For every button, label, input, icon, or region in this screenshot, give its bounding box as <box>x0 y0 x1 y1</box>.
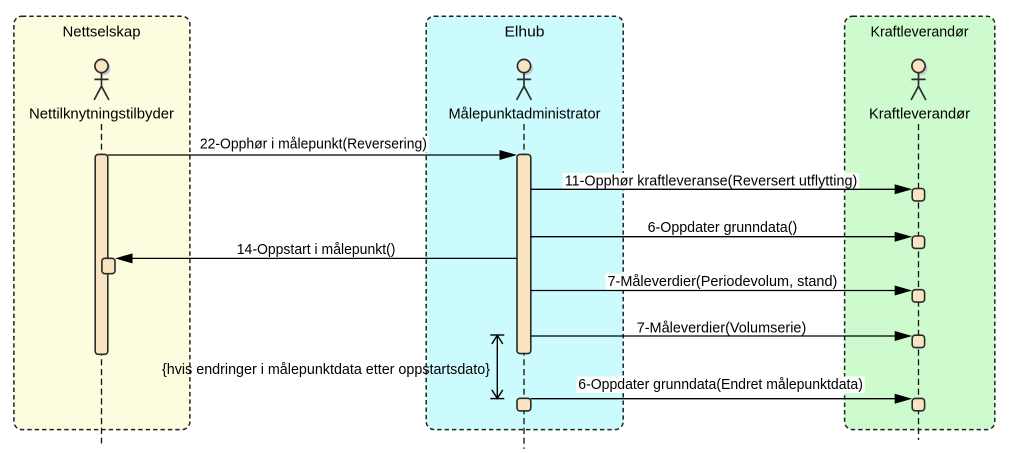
svg-text:Nettselskap: Nettselskap <box>63 24 141 41</box>
svg-text:6-Oppdater grunndata(Endret må: 6-Oppdater grunndata(Endret målepunktdat… <box>578 376 863 393</box>
svg-text:Elhub: Elhub <box>505 24 545 41</box>
svg-text:Målepunktadministrator: Målepunktadministrator <box>449 106 601 123</box>
svg-text:{hvis endringer i målepunktdat: {hvis endringer i målepunktdata etter op… <box>162 361 490 378</box>
svg-text:Kraftleverandør: Kraftleverandør <box>869 106 970 123</box>
svg-text:22-Opphør i målepunkt(Reverser: 22-Opphør i målepunkt(Reversering) <box>200 136 427 153</box>
svg-text:14-Oppstart i målepunkt(): 14-Oppstart i målepunkt() <box>237 241 396 258</box>
svg-text:Nettilknytningstilbyder: Nettilknytningstilbyder <box>29 106 174 123</box>
svg-text:7-Måleverdier(Periodevolum, st: 7-Måleverdier(Periodevolum, stand) <box>608 273 838 290</box>
svg-text:7-Måleverdier(Volumserie): 7-Måleverdier(Volumserie) <box>637 320 807 337</box>
svg-text:6-Oppdater grunndata(): 6-Oppdater grunndata() <box>648 219 798 236</box>
svg-text:Kraftleverandør: Kraftleverandør <box>871 24 969 41</box>
svg-text:11-Opphør kraftleveranse(Rever: 11-Opphør kraftleveranse(Reversert utfly… <box>565 173 858 190</box>
